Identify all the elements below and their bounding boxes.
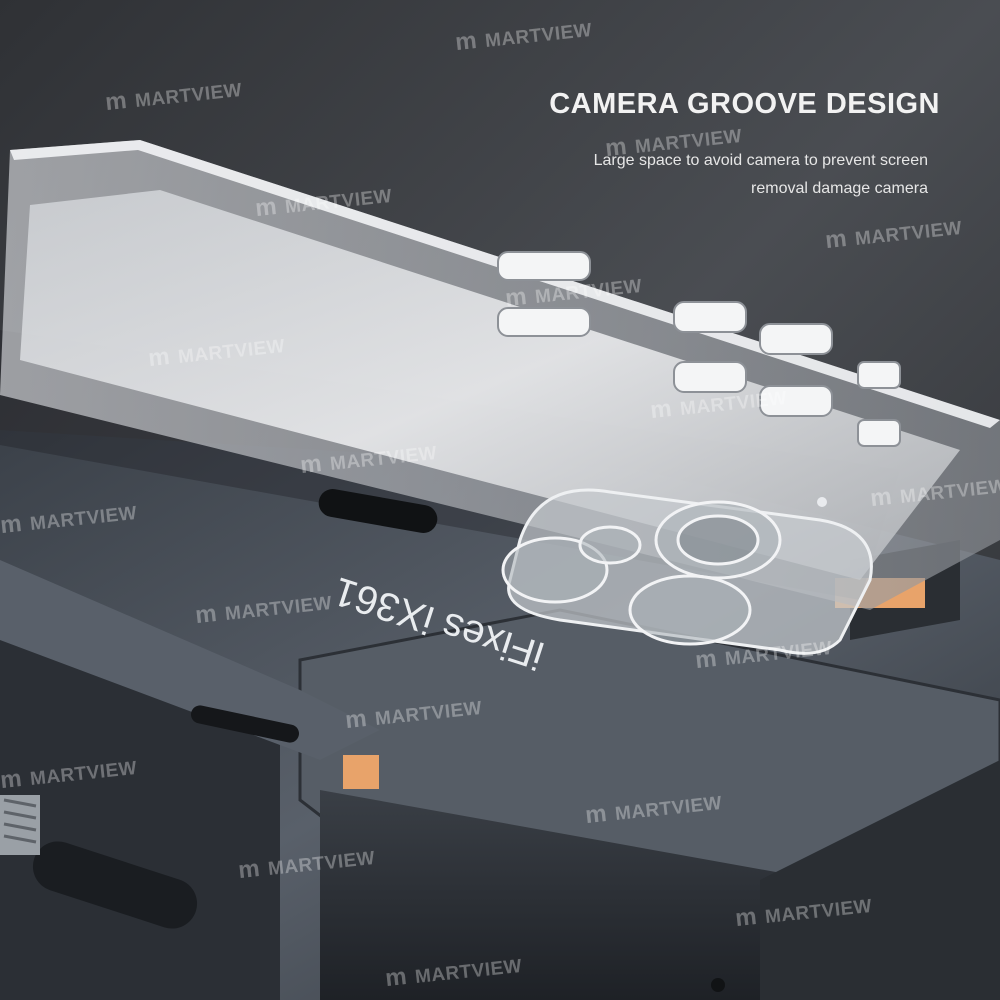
watermark-logo: m (868, 482, 894, 513)
watermark-logo: m (298, 449, 324, 480)
watermark-logo: m (0, 764, 24, 795)
fixture-front-wall (320, 790, 820, 1000)
watermark-logo: m (823, 224, 849, 255)
watermark-logo: m (146, 342, 172, 373)
clamp-slot (191, 705, 299, 743)
watermark-logo: m (236, 854, 262, 885)
clamp-slot-lower (32, 841, 198, 929)
watermark-logo: m (503, 282, 529, 313)
fixture-right-block (760, 760, 1000, 1000)
camera-flash (817, 497, 827, 507)
orange-stop-left (343, 755, 379, 789)
watermark-logo: m (253, 192, 279, 223)
fixture-hole (711, 978, 725, 992)
watermark-logo: m (603, 132, 629, 163)
watermark-logo: m (383, 962, 409, 993)
watermark-logo: m (693, 644, 719, 675)
case-slot (318, 489, 438, 533)
phone-case-inner (20, 190, 960, 580)
watermark-logo: m (583, 799, 609, 830)
watermark-logo: m (103, 86, 129, 117)
subtitle-line-2: removal damage camera (751, 180, 928, 197)
subtitle-line-1: Large space to avoid camera to prevent s… (593, 152, 928, 169)
left-clamp-top (0, 560, 380, 760)
camera-lens-rings (501, 500, 782, 646)
watermark-logo: m (648, 394, 674, 425)
watermark-logo: m (343, 704, 369, 735)
watermark-logo: m (733, 902, 759, 933)
watermark-logo: m (0, 509, 24, 540)
case-button-cutouts (497, 251, 901, 447)
watermark-logo: m (453, 26, 479, 57)
headline: CAMERA GROOVE DESIGN (549, 88, 940, 120)
watermark-logo: m (193, 599, 219, 630)
